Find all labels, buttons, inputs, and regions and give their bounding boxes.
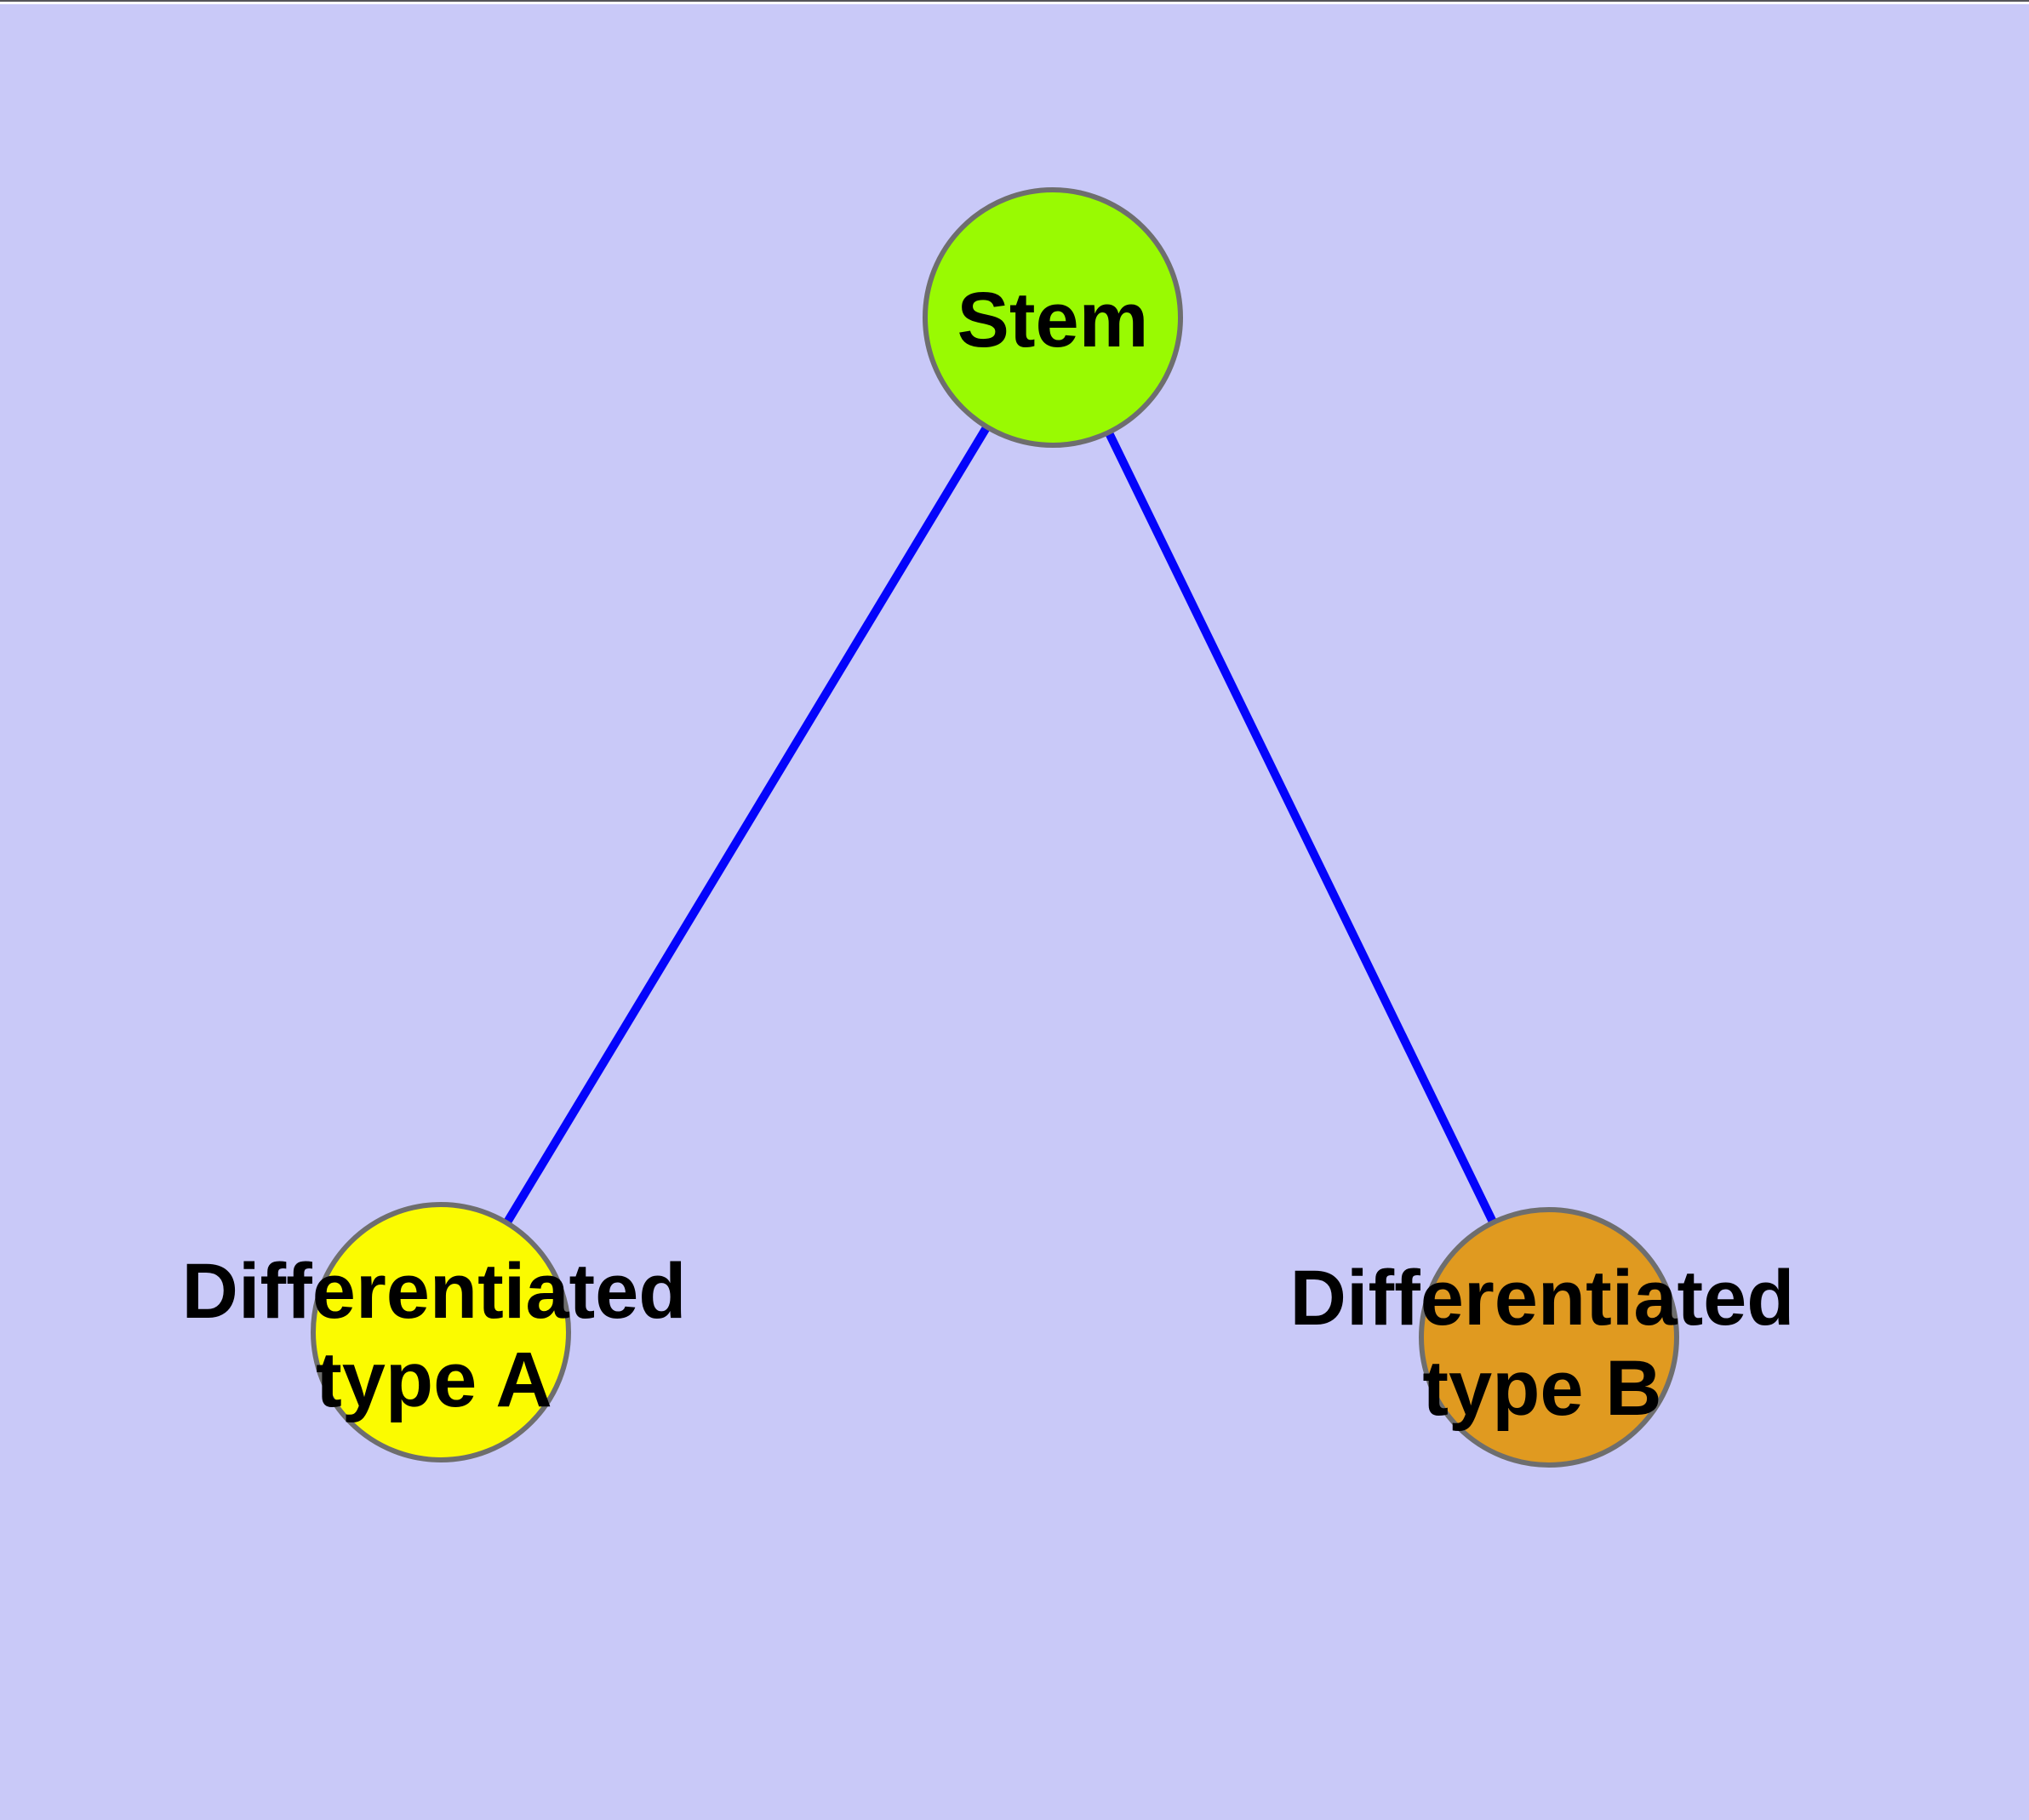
edge-stem-to-type-a — [437, 315, 1057, 1335]
edge-stem-to-type-b — [1049, 315, 1553, 1340]
node-differentiated-type-b — [1419, 1207, 1679, 1468]
node-type-b-label-line1: Differentiated — [1290, 1255, 1795, 1342]
node-type-a-label-line1: Differentiated — [182, 1248, 687, 1335]
node-stem-label: Stem — [957, 277, 1149, 363]
node-stem — [923, 187, 1183, 448]
node-differentiated-type-a — [311, 1202, 571, 1462]
window-top-border — [0, 0, 2029, 2]
window-top-highlight — [0, 2, 2029, 4]
node-type-b-label-line2: type B — [1422, 1345, 1661, 1432]
node-type-a-label-line2: type A — [316, 1336, 552, 1423]
